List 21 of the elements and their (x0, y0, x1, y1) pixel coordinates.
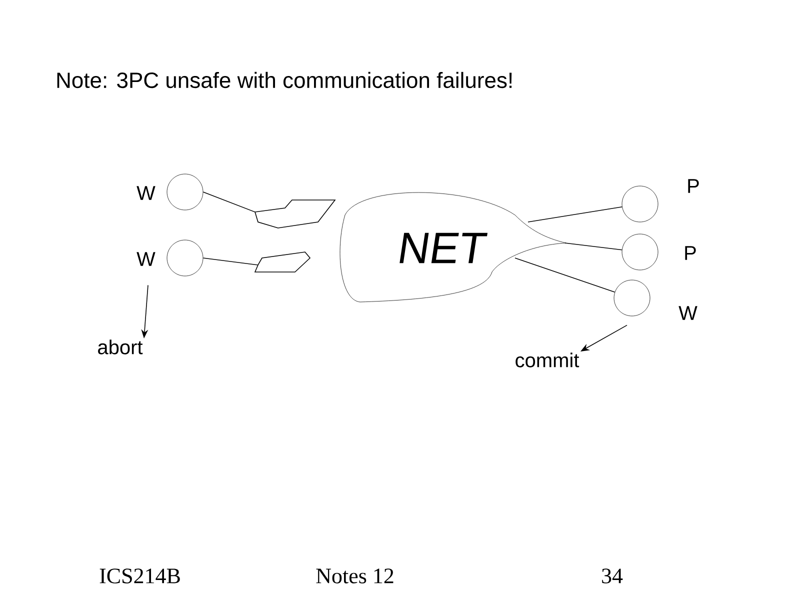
connector-line (202, 192, 336, 228)
title: Note: 3PC unsafe with communication failures! (57, 72, 512, 88)
footer-text: ICS214B (100, 568, 180, 584)
connector-line (528, 206, 622, 222)
connector-line (514, 258, 616, 293)
connector-line (564, 242, 622, 250)
connector-line (202, 252, 311, 272)
circle-node (166, 174, 204, 210)
circle-node (622, 234, 658, 270)
node-letter: P (688, 179, 699, 193)
node-letter: P (685, 246, 696, 260)
node-letter: W (136, 252, 156, 266)
node-letter: W (136, 186, 156, 200)
footer-text: Notes 12 (316, 568, 394, 584)
circle-node (166, 240, 204, 276)
circle-node (614, 280, 650, 316)
footer-text: 34 (602, 568, 623, 584)
node-letter: W (678, 306, 698, 320)
node-label: commit (516, 352, 580, 368)
node-label: abort (98, 340, 143, 354)
circle-node (622, 186, 658, 222)
